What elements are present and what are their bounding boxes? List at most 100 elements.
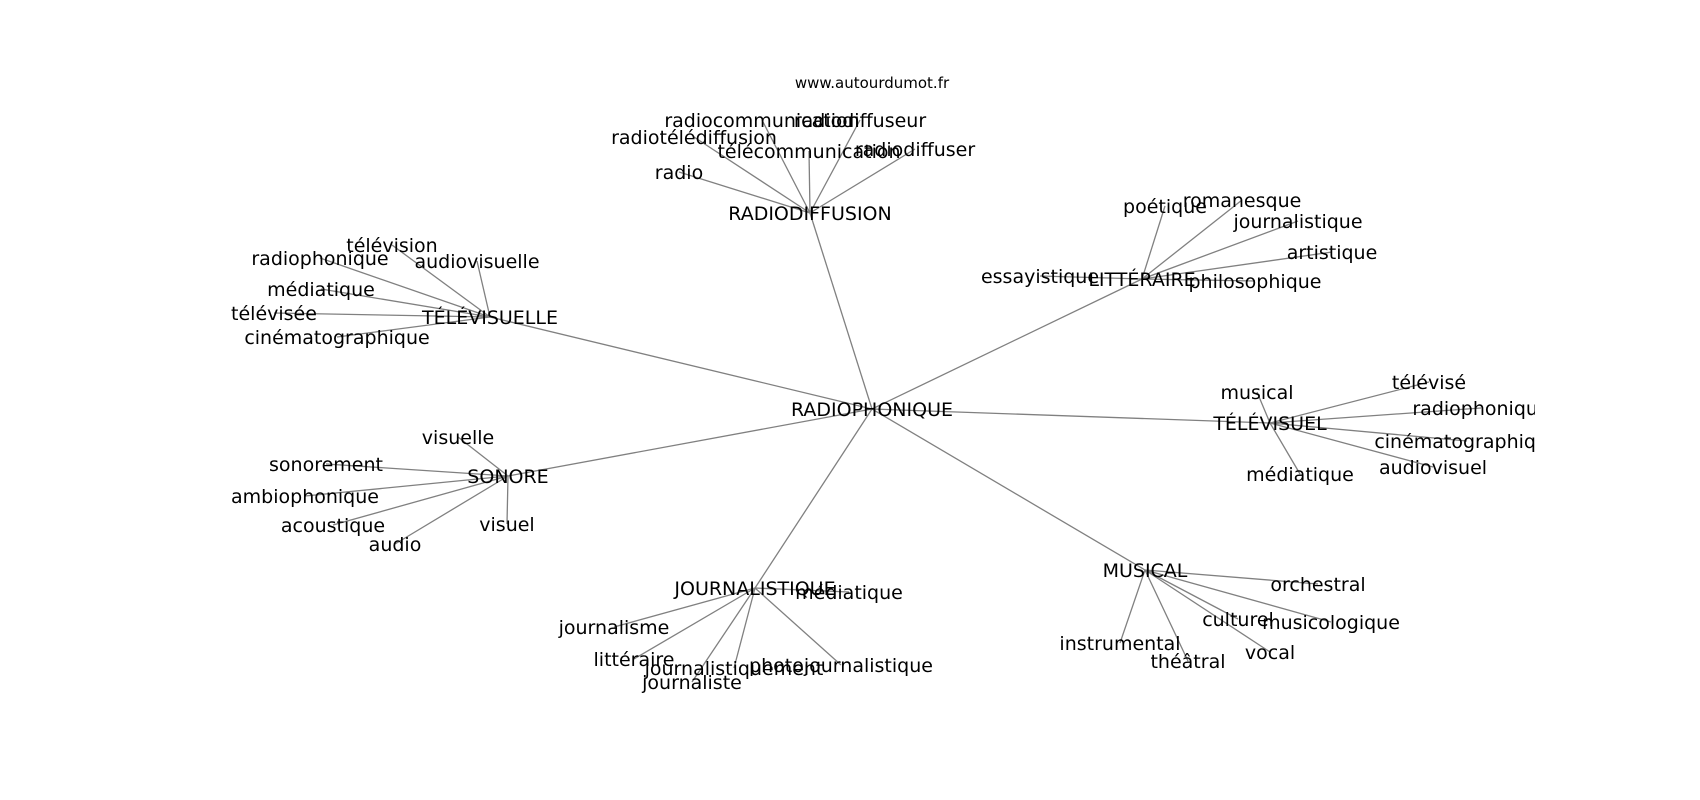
leaf-node-label: sonorement xyxy=(269,454,383,476)
hub-node-label: MUSICAL xyxy=(1103,560,1188,582)
graph-labels: RADIOPHONIQUE RADIODIFFUSION radiocommunic… xyxy=(231,110,1559,694)
leaf-node-label: cinématographique xyxy=(1374,431,1559,453)
center-node-label: RADIOPHONIQUE xyxy=(791,399,953,421)
leaf-node-label: journalisme xyxy=(558,617,670,639)
edge-hub-to-leaf xyxy=(457,436,509,477)
leaf-node-label: télévisé xyxy=(1392,372,1466,394)
edge-hub-to-leaf xyxy=(320,288,491,318)
edge-center-to-hub xyxy=(871,278,1143,410)
edge-hub-to-leaf xyxy=(1144,569,1189,662)
hub-node-label: JOURNALISTIQUE xyxy=(673,578,835,600)
edge-hub-to-leaf xyxy=(1039,275,1143,280)
edge-hub-to-leaf xyxy=(394,475,509,545)
edge-hub-to-leaf xyxy=(1141,278,1256,282)
leaf-node-label: littéraire xyxy=(594,649,675,671)
leaf-node-label: instrumental xyxy=(1059,633,1180,655)
leaf-node-label: télévision xyxy=(346,235,437,257)
edge-hub-to-leaf xyxy=(1269,422,1434,468)
edge-center-to-hub xyxy=(871,408,1146,571)
graph-edges xyxy=(273,119,1482,683)
leaf-node-label: radiodiffuser xyxy=(855,139,975,161)
edge-hub-to-leaf xyxy=(1144,569,1319,585)
edge-hub-to-leaf xyxy=(391,244,491,318)
edge-hub-to-leaf xyxy=(1256,391,1271,424)
edge-hub-to-leaf xyxy=(273,312,491,318)
edge-hub-to-leaf xyxy=(613,587,756,628)
edge-hub-to-leaf xyxy=(808,150,811,214)
leaf-node-label: poétique xyxy=(1123,196,1207,218)
leaf-node-label: télévisée xyxy=(231,303,317,325)
leaf-node-label: culturel xyxy=(1202,609,1274,631)
edge-hub-to-leaf xyxy=(1141,251,1333,280)
edge-hub-to-leaf xyxy=(1144,569,1239,620)
edge-hub-to-leaf xyxy=(1141,199,1243,280)
leaf-node-label: médiatique xyxy=(795,582,903,604)
edge-hub-to-leaf xyxy=(476,260,491,318)
leaf-node-label: philosophique xyxy=(1189,271,1322,293)
leaf-node-label: vocal xyxy=(1245,642,1295,664)
edge-hub-to-leaf xyxy=(693,136,811,214)
leaf-node-label: journalistiquement xyxy=(644,658,824,680)
hub-node-label: SONORE xyxy=(467,466,548,488)
edge-center-to-hub xyxy=(871,408,1271,424)
leaf-node-label: audiovisuel xyxy=(1379,457,1487,479)
leaf-node-label: audiovisuelle xyxy=(414,251,539,273)
edge-center-to-hub xyxy=(507,408,873,477)
leaf-node-label: essayistique xyxy=(981,266,1099,288)
leaf-node-label: médiatique xyxy=(267,279,375,301)
hub-node-label: TÉLÉVISUEL xyxy=(1212,412,1327,435)
leaf-node-label: photojournalistique xyxy=(749,655,933,677)
edge-hub-to-leaf xyxy=(304,475,509,497)
leaf-node-label: journalistique xyxy=(1232,211,1362,233)
leaf-node-label: visuel xyxy=(479,514,534,536)
edge-hub-to-leaf xyxy=(691,587,756,683)
edge-hub-to-leaf xyxy=(809,119,861,214)
leaf-node-label: radiodiffuseur xyxy=(794,110,927,132)
edge-hub-to-leaf xyxy=(1119,569,1146,644)
leaf-node-label: journaliste xyxy=(641,672,742,694)
leaf-node-label: audio xyxy=(369,534,422,556)
leaf-node-label: radio xyxy=(655,162,703,184)
site-watermark: www.autourdumot.fr xyxy=(795,74,950,92)
hub-node-label: LITTÉRAIRE xyxy=(1088,268,1195,291)
edge-hub-to-leaf xyxy=(761,119,811,214)
edge-hub-to-leaf xyxy=(336,316,491,338)
leaf-node-label: radiocommunication xyxy=(664,110,859,132)
edge-hub-to-leaf xyxy=(733,587,756,669)
edge-hub-to-leaf xyxy=(1141,220,1299,280)
edge-hub-to-leaf xyxy=(1141,205,1166,280)
edge-hub-to-leaf xyxy=(1269,407,1482,424)
hub-node-label: TÉLÉVISUELLE xyxy=(421,306,558,329)
leaf-node-label: orchestral xyxy=(1270,574,1365,596)
leaf-node-label: théâtral xyxy=(1150,651,1225,673)
edge-center-to-hub xyxy=(754,408,873,589)
hub-node-label: RADIODIFFUSION xyxy=(728,203,891,225)
leaf-node-label: musical xyxy=(1220,382,1293,404)
leaf-node-label: artistique xyxy=(1287,242,1378,264)
edge-hub-to-leaf xyxy=(678,171,811,214)
leaf-node-label: visuelle xyxy=(422,427,494,449)
edge-hub-to-leaf xyxy=(325,463,509,477)
leaf-node-label: radiophonique xyxy=(251,248,388,270)
edge-center-to-hub xyxy=(809,212,873,410)
edge-hub-to-leaf xyxy=(754,587,850,593)
leaf-node-label: télécommunication xyxy=(717,141,900,163)
edge-hub-to-leaf xyxy=(332,475,509,526)
edge-hub-to-leaf xyxy=(809,148,916,214)
edge-hub-to-leaf xyxy=(1269,422,1301,475)
leaf-node-label: acoustique xyxy=(281,515,385,537)
edge-hub-to-leaf xyxy=(1269,422,1468,442)
edge-hub-to-leaf xyxy=(633,587,756,660)
edge-hub-to-leaf xyxy=(1144,569,1271,653)
leaf-node-label: ambiophonique xyxy=(231,486,379,508)
edge-hub-to-leaf xyxy=(1269,381,1430,424)
leaf-node-label: médiatique xyxy=(1246,464,1354,486)
leaf-node-label: romanesque xyxy=(1183,190,1302,212)
leaf-node-label: radiophonique xyxy=(1412,398,1549,420)
edge-center-to-hub xyxy=(489,316,873,410)
edge-hub-to-leaf xyxy=(319,257,491,318)
leaf-node-label: musicologique xyxy=(1262,612,1400,634)
edge-hub-to-leaf xyxy=(1144,569,1332,623)
edge-hub-to-leaf xyxy=(754,587,842,666)
